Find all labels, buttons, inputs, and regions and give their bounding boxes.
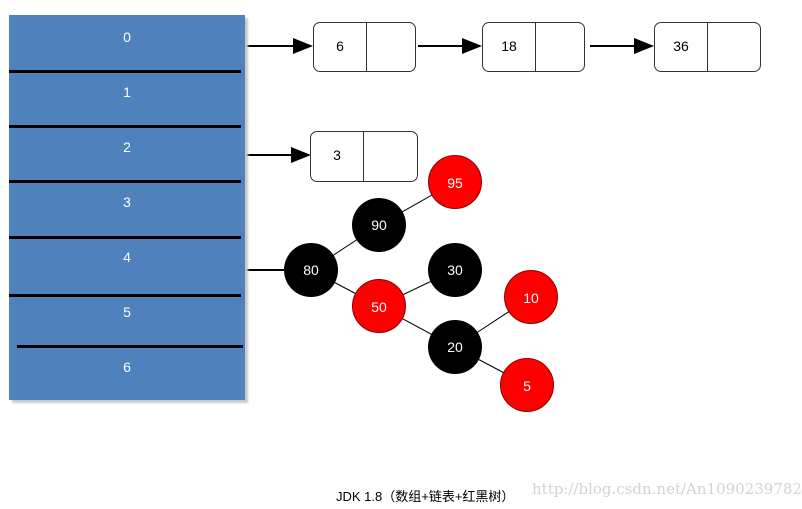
list-node-value: 6 [336,38,344,54]
hash-array: 0 1 2 3 4 5 6 [9,15,245,400]
pointer-divider [707,23,708,71]
pointer-divider [366,23,367,71]
slot-divider [9,236,241,239]
tree-node-black: 20 [428,320,482,374]
array-slot-6: 6 [123,359,131,375]
tree-node-red: 95 [428,155,482,209]
list-node: 36 [654,22,761,72]
list-node-value: 3 [333,147,341,163]
pointer-divider [363,132,364,181]
tree-node-red: 10 [504,270,558,324]
list-node: 6 [313,22,416,72]
list-node-value: 18 [501,38,517,54]
tree-node-black: 80 [284,243,338,297]
array-slot-1: 1 [123,84,131,100]
slot-divider [9,125,241,128]
slot-divider [17,345,243,348]
watermark: http://blog.csdn.net/An1090239782 [532,480,802,498]
array-slot-5: 5 [123,304,131,320]
slot-divider [9,180,241,183]
tree-node-red: 5 [500,358,554,412]
array-slot-3: 3 [123,194,131,210]
slot-divider [9,70,241,73]
list-node: 3 [310,131,418,182]
tree-node-black: 30 [428,243,482,297]
array-slot-4: 4 [123,249,131,265]
tree-node-black: 90 [352,198,406,252]
array-slot-2: 2 [123,139,131,155]
list-node-value: 36 [673,38,689,54]
pointer-divider [535,23,536,71]
list-node: 18 [482,22,585,72]
diagram-caption: JDK 1.8（数组+链表+红黑树） [336,489,515,504]
tree-node-red: 50 [352,279,406,333]
array-slot-0: 0 [123,29,131,45]
slot-divider [9,294,241,297]
